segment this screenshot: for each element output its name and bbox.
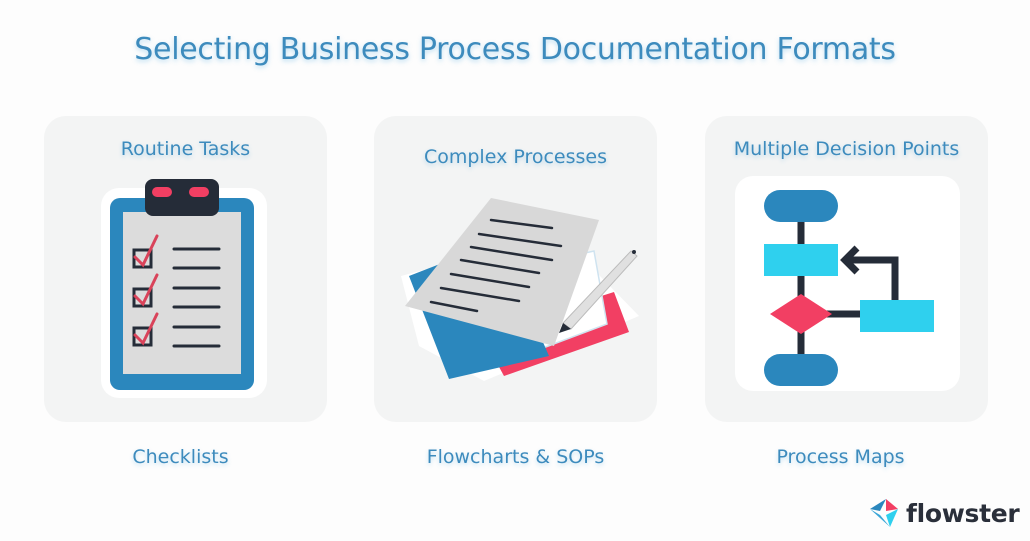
flowster-logo-icon <box>870 499 898 527</box>
card-heading: Routine Tasks <box>120 138 251 160</box>
card-heading: Complex Processes <box>423 146 608 168</box>
card-multiple-decision-points: Multiple Decision Points <box>705 116 988 422</box>
card-caption: Process Maps <box>776 446 905 468</box>
card-caption: Flowcharts & SOPs <box>426 446 605 468</box>
page-title: Selecting Business Process Documentation… <box>134 32 896 67</box>
card-complex-processes: Complex Processes <box>374 116 657 422</box>
documents-pencil-icon <box>401 198 639 381</box>
clipboard-checklist-icon <box>101 179 267 398</box>
flowchart-icon <box>735 176 960 391</box>
card-caption: Checklists <box>132 446 229 468</box>
card-routine-tasks: Routine Tasks <box>44 116 327 422</box>
card-heading: Multiple Decision Points <box>733 138 960 160</box>
logo-text: flowster <box>906 498 1020 528</box>
flowster-logo: flowster <box>866 497 1020 529</box>
